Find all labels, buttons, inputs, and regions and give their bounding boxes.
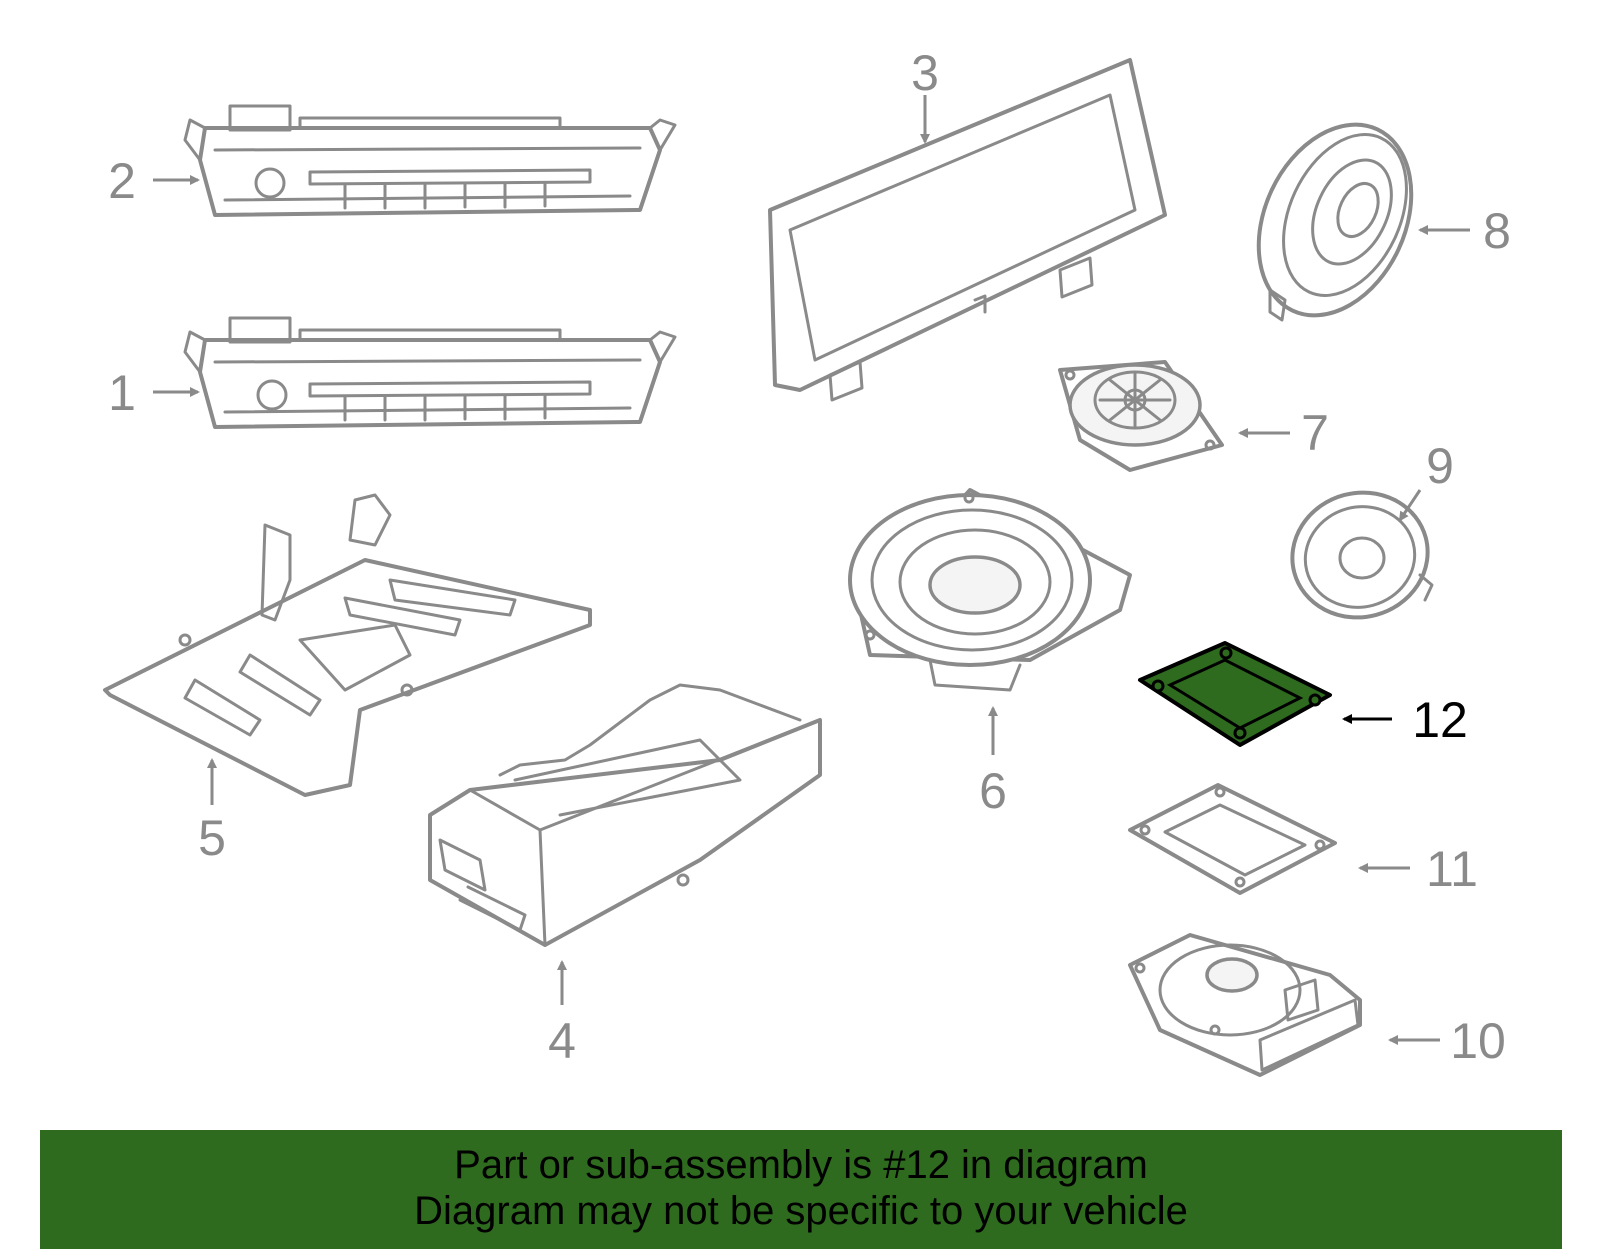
part-3-display[interactable] (768, 58, 1167, 402)
callout-5: 5 (198, 810, 226, 866)
callout-3: 3 (911, 45, 939, 101)
callout-7: 7 (1301, 405, 1329, 461)
part-12-speaker-gasket[interactable] (1138, 641, 1332, 747)
callout-6: 6 (979, 763, 1007, 819)
callout-8: 8 (1483, 203, 1511, 259)
part-6-woofer[interactable] (848, 488, 1132, 692)
callout-11: 11 (1426, 841, 1478, 897)
part-11-adapter[interactable] (1128, 783, 1337, 895)
banner-line-2: Diagram may not be specific to your vehi… (414, 1189, 1188, 1233)
part-10-subwoofer[interactable] (1128, 933, 1362, 1077)
part-9-speaker[interactable] (1278, 478, 1441, 633)
callout-12: 12 (1412, 692, 1468, 748)
part-8-speaker[interactable] (1229, 100, 1440, 340)
callout-1: 1 (108, 365, 136, 421)
callout-4: 4 (548, 1013, 576, 1069)
callout-9: 9 (1426, 438, 1454, 494)
banner-line-1: Part or sub-assembly is #12 in diagram (454, 1143, 1148, 1187)
callout-10: 10 (1450, 1013, 1506, 1069)
part-4-amplifier[interactable] (428, 683, 822, 947)
info-banner: Part or sub-assembly is #12 in diagram D… (40, 1130, 1562, 1249)
part-1-control-panel[interactable] (183, 316, 677, 429)
part-7-tweeter[interactable] (1058, 360, 1224, 472)
lead-9 (1398, 489, 1422, 522)
part-2-control-panel[interactable] (183, 104, 677, 217)
callout-2: 2 (108, 153, 136, 209)
part-5-bracket[interactable] (103, 493, 592, 797)
